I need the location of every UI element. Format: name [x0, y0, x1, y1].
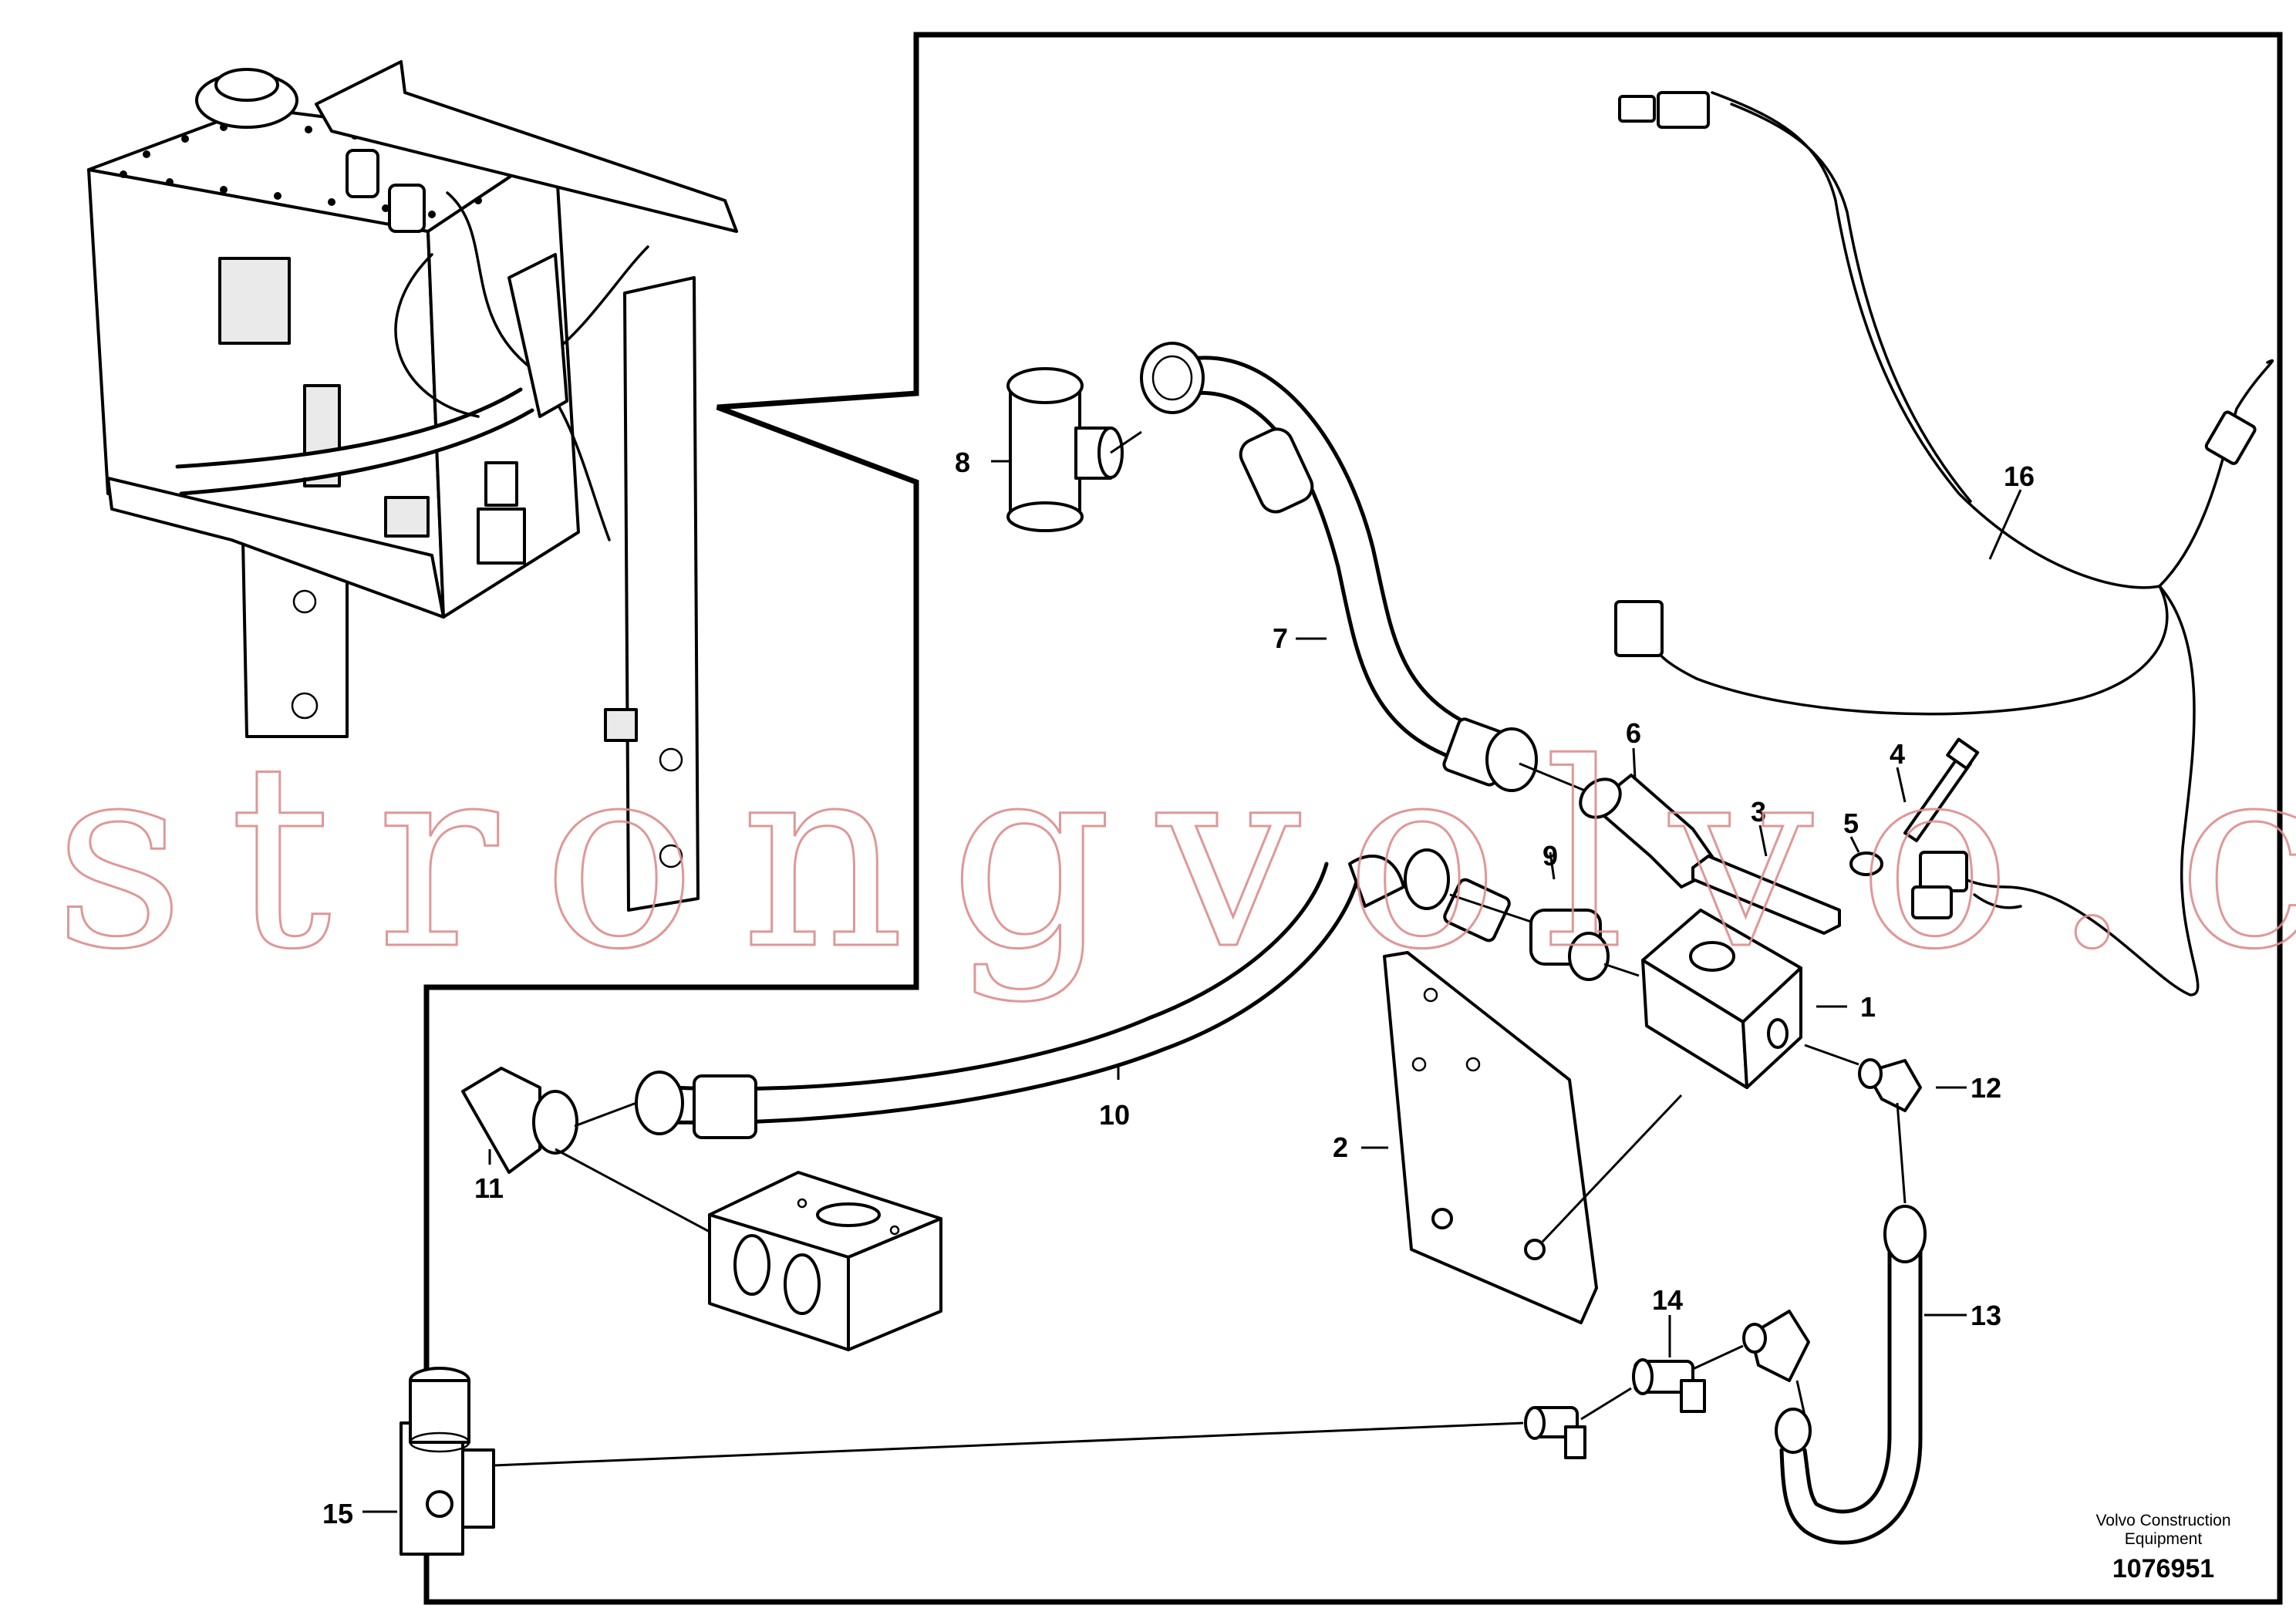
- callout-labels: 1 2 3 4 5 6 7 8 9 10 11 12 13 14 15 16: [322, 447, 2035, 1529]
- manifold-block: [708, 1171, 942, 1351]
- callout-8: 8: [955, 447, 970, 478]
- callout-5: 5: [1843, 808, 1859, 839]
- callout-4: 4: [1890, 738, 1905, 770]
- callout-14: 14: [1652, 1284, 1683, 1316]
- hose-lower: [635, 848, 1532, 1139]
- plate: [1691, 855, 1841, 935]
- valve-block: [1641, 909, 1802, 1089]
- callout-2: 2: [1333, 1131, 1348, 1163]
- footer-company: Volvo Construction: [2095, 1512, 2230, 1529]
- callout-12: 12: [1971, 1072, 2001, 1104]
- callout-9: 9: [1542, 840, 1558, 872]
- hose-vertical: [1775, 1205, 1927, 1545]
- tee-fitting: [1006, 367, 1142, 532]
- small-elbow: [1804, 1044, 1922, 1204]
- leader-lines: [362, 460, 2022, 1513]
- callout-6: 6: [1626, 717, 1641, 749]
- callout-11: 11: [474, 1172, 504, 1204]
- callout-3: 3: [1751, 796, 1766, 828]
- adapter: [1529, 909, 1640, 981]
- footer-company-line2: Equipment: [2125, 1530, 2203, 1548]
- bolt: [1903, 737, 1980, 842]
- washer: [1849, 851, 1883, 876]
- elbow-fitting-left: [461, 1067, 722, 1239]
- mounting-bracket: [1383, 951, 1683, 1324]
- callout-10: 10: [1099, 1099, 1130, 1131]
- watermark: strongvolvo.com: [54, 709, 2296, 1005]
- callout-7: 7: [1273, 622, 1288, 654]
- hose-upper: [1140, 342, 1538, 792]
- callout-16: 16: [2004, 460, 2035, 492]
- drawing-number: 1076951: [2112, 1554, 2214, 1583]
- detail-frame: [423, 32, 2283, 1605]
- solenoid-valve: [400, 1367, 1524, 1556]
- callout-1: 1: [1860, 991, 1876, 1023]
- small-tee-fitting: [1524, 1310, 1810, 1459]
- overview-assembly: [87, 60, 738, 912]
- wiring-harness: [1614, 91, 2274, 996]
- footer: Volvo Construction Equipment 1076951: [2095, 1512, 2230, 1583]
- callout-13: 13: [1971, 1300, 2001, 1331]
- callout-15: 15: [322, 1498, 353, 1529]
